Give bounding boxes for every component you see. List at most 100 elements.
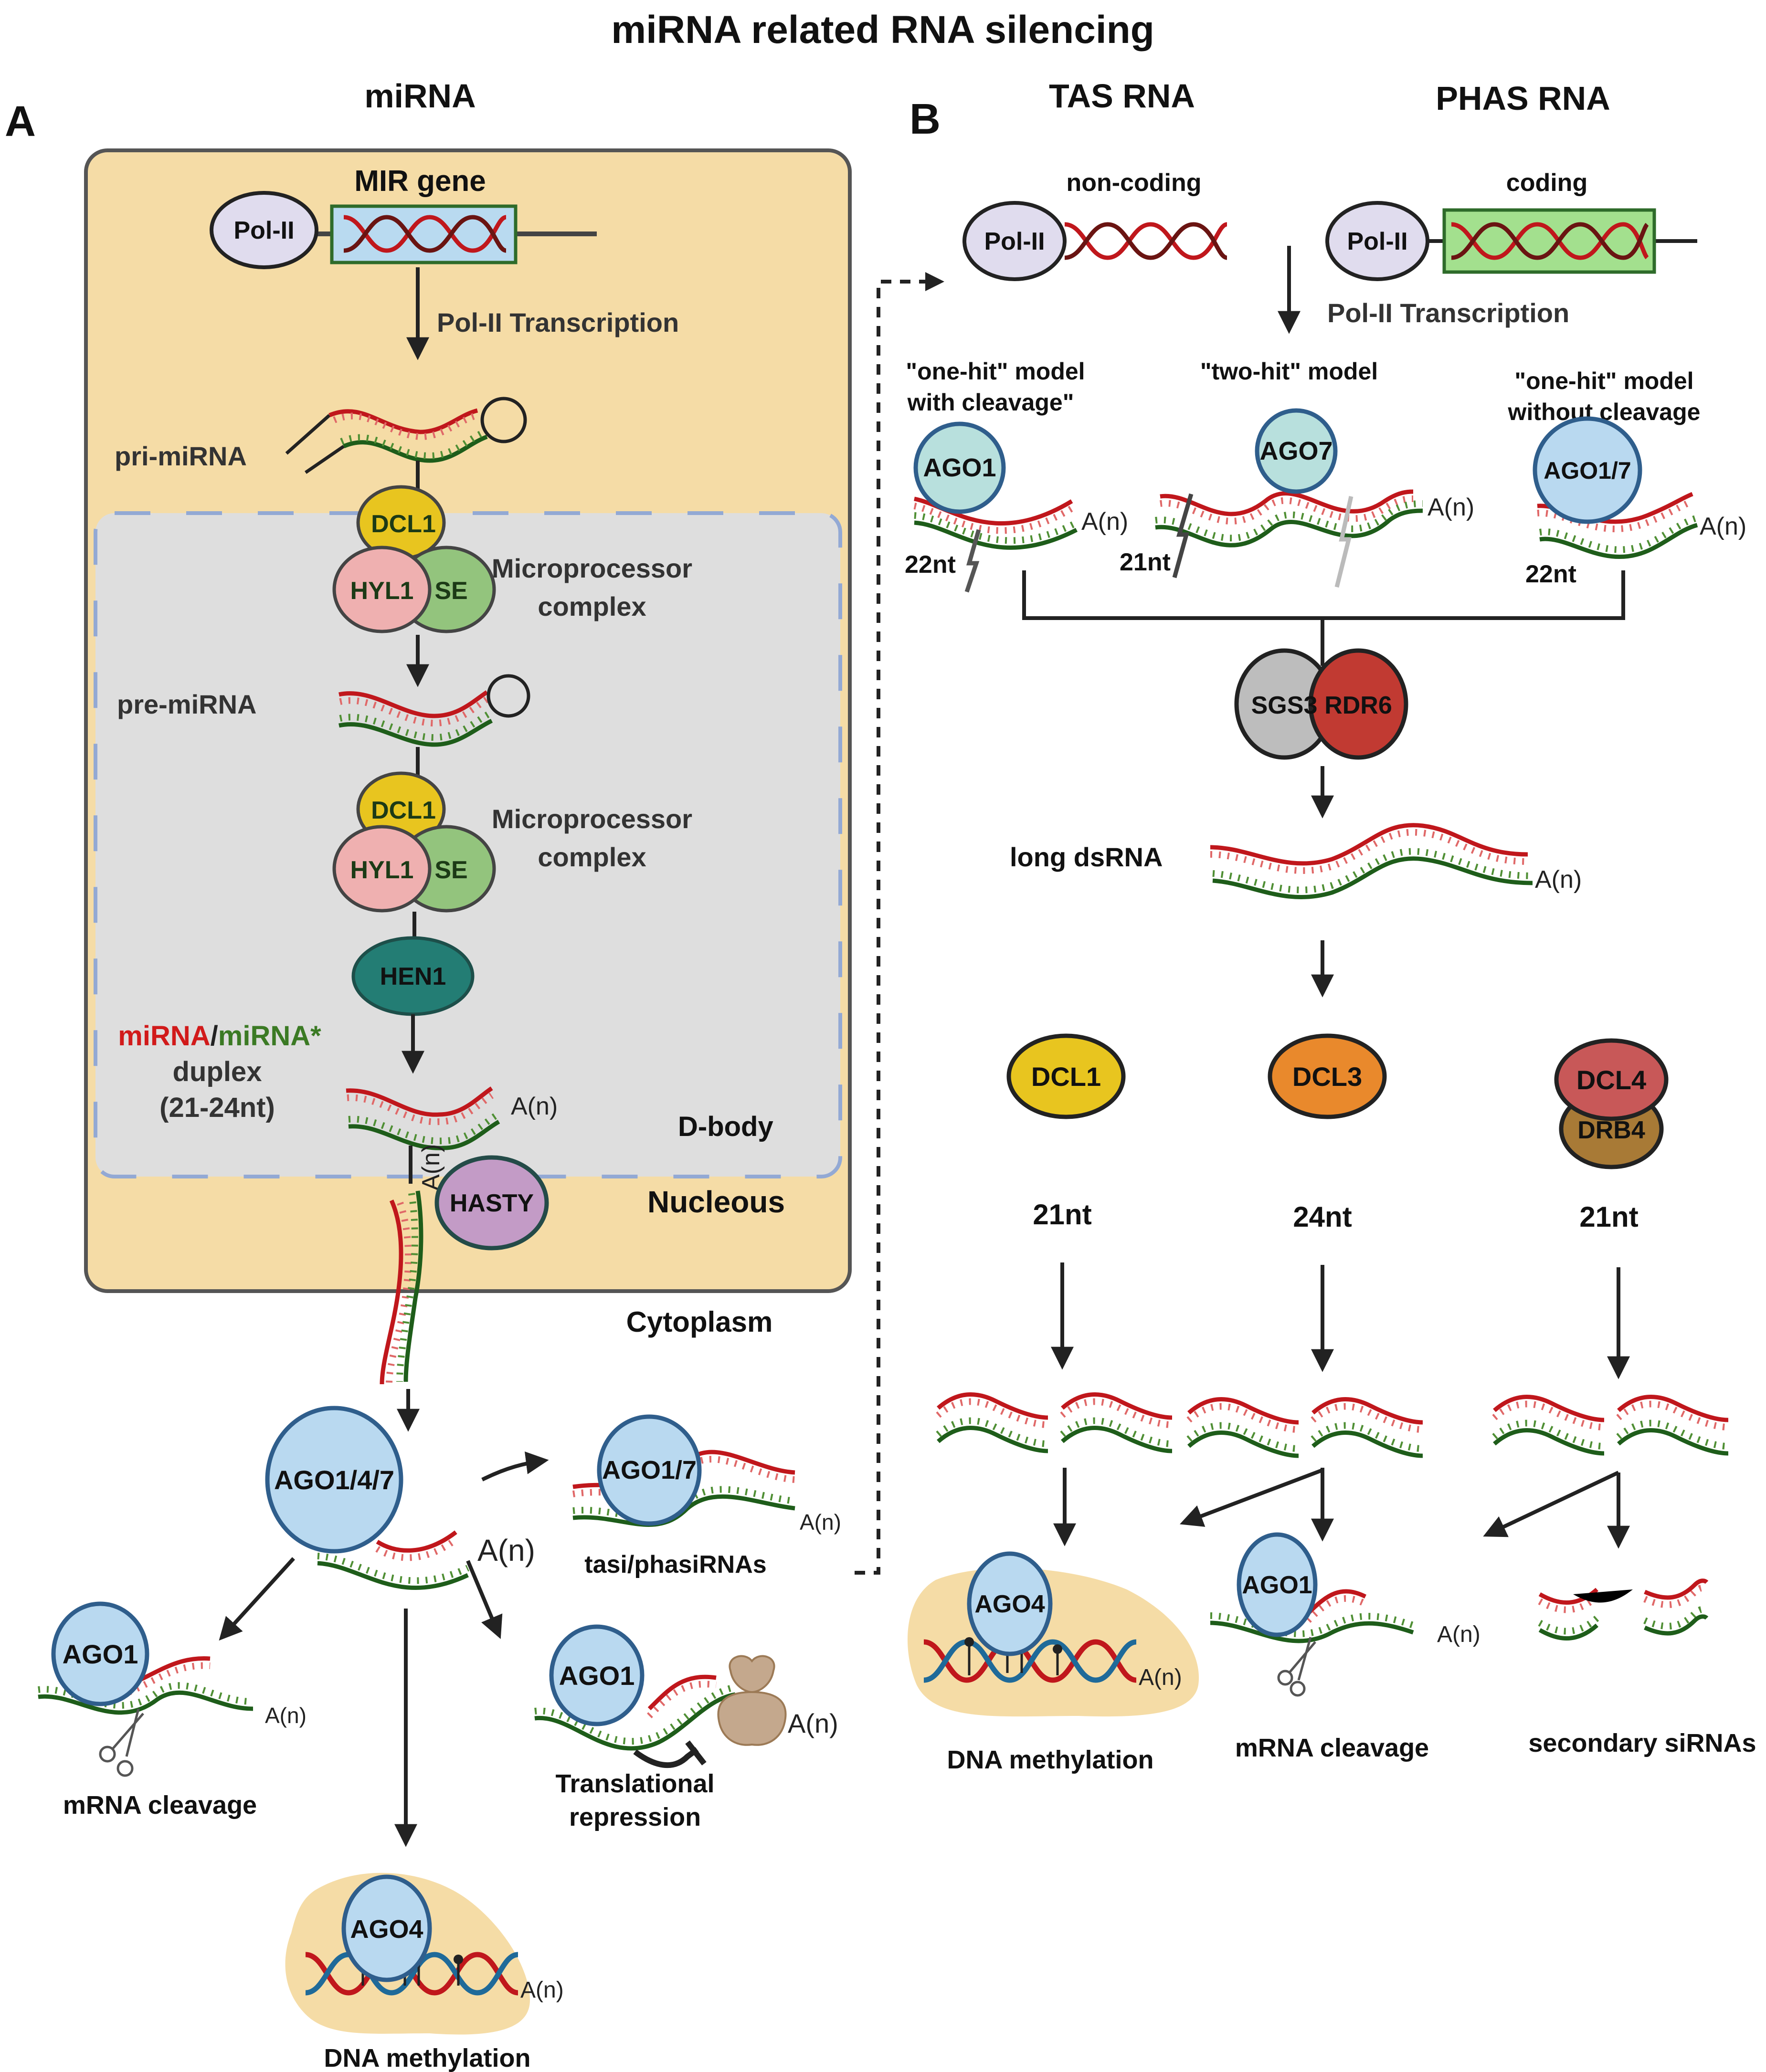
size-22nt-label: 22nt [905,551,956,578]
model-one-hit-cleavage-1: "one-hit" model [906,358,1085,385]
poly-a-label: A(n) [265,1703,307,1728]
microprocessor-label-2a: Microprocessor [492,804,692,834]
dna-helix-icon [343,215,507,253]
ago4-protein-b [967,1551,1053,1656]
long-dsrna-label: long dsRNA [1010,842,1163,872]
sirna-duplex [1492,1395,1605,1456]
drb4-label: DRB4 [1577,1116,1645,1144]
poly-a-label: A(n) [1700,513,1746,540]
transcription-label: Pol-II Transcription [437,307,679,337]
ago1-protein-b2 [1237,1532,1318,1637]
dcl4-size-label: 21nt [1579,1201,1638,1233]
dcl1-label: DCL1 [371,510,436,538]
ago1-protein [549,1624,645,1726]
ago7-label: AGO7 [1259,437,1332,465]
pri-mirna-label: pri-miRNA [115,441,247,471]
microprocessor-label-2b: complex [538,842,646,872]
hen1-label: HEN1 [380,963,446,990]
coding-label: coding [1506,169,1587,197]
hasty-label: HASTY [450,1189,534,1217]
microprocessor-label-1a: Microprocessor [492,553,692,583]
dcl1-protein-b [1006,1033,1126,1119]
sgs3-label: SGS3 [1251,692,1318,719]
microprocessor-complex-2: DCL1 HYL1 SE [332,771,496,913]
dna-methylation-label: DNA methylation [324,2044,530,2072]
ago17-label: AGO1/7 [602,1456,697,1484]
se-label: SE [434,577,467,605]
dcl1-label: DCL1 [1031,1062,1101,1092]
panel-a-heading: miRNA [364,77,476,115]
ago17-protein-b [1533,416,1642,524]
pri-mirna-hairpin [285,397,527,474]
translational-repression-label-1: Translational [555,1769,714,1798]
scissors-icon [1277,1637,1316,1697]
poly-a-label: A(n) [1081,508,1128,536]
size-22nt-label: 22nt [1525,560,1576,588]
arrow-to-tasi [481,1451,549,1482]
ago17-label: AGO1/7 [1544,457,1631,484]
dcl3-label: DCL3 [1292,1062,1362,1092]
secondary-sirnas-label: secondary siRNAs [1528,1729,1756,1757]
ago7-protein [1255,408,1338,494]
poly-a-label: A(n) [788,1708,838,1738]
poly-a-label: A(n) [477,1533,535,1567]
microprocessor-label-1b: complex [538,591,646,621]
exported-duplex [380,1190,423,1385]
arrow-to-translational-repression [466,1560,503,1639]
pre-mirna-label: pre-miRNA [117,689,256,719]
translational-repression-complex [534,1674,736,1751]
dna-helix-icon [1451,222,1649,260]
dcl1-label: DCL1 [371,797,436,824]
mrna-cleavage-label: mRNA cleavage [63,1791,257,1820]
scissors-icon [99,1708,144,1777]
nucleous-label: Nucleous [647,1185,785,1219]
ago1-label: AGO1 [1242,1571,1312,1599]
poly-a-label: A(n) [1535,866,1582,894]
arrow-dcl3-to-methylation [1180,1468,1323,1527]
transcription-label-b: Pol-II Transcription [1327,298,1569,328]
dcl1-size-label: 21nt [1033,1199,1091,1231]
one-hit-cleavage-duplex [913,496,1079,593]
microprocessor-complex-1: DCL1 HYL1 SE [332,485,496,633]
duplex-label-line1: miRNA/miRNA* [118,1020,321,1052]
dcl3-size-label: 24nt [1293,1201,1352,1233]
hasty-exportin [434,1155,549,1251]
poly-a-label: A(n) [1139,1665,1182,1690]
ribosome-icon [717,1655,787,1746]
d-body-label: D-body [678,1111,773,1142]
non-coding-label: non-coding [1066,169,1201,197]
ago1-label: AGO1 [923,453,996,482]
sirna-duplex [936,1392,1048,1453]
pol2-enzyme [210,191,318,269]
duplex-label-line2: duplex [173,1056,262,1087]
two-hit-duplex [1155,489,1423,588]
pol2-label: Pol-II [233,217,294,244]
phas-gene-box [1442,208,1656,274]
sirna-duplex [1186,1397,1299,1458]
sirna-duplex [1311,1397,1423,1458]
poly-a-label: A(n) [511,1093,558,1120]
model-two-hit: "two-hit" model [1200,358,1378,385]
poly-a-label: A(n) [1437,1622,1480,1647]
rdr6-label: RDR6 [1324,692,1392,719]
duplex-label-line3: (21-24nt) [159,1092,275,1123]
ago1-protein [51,1601,149,1706]
mirna-duplex [346,1086,500,1150]
dna-methylation-label-b: DNA methylation [947,1746,1153,1774]
pol2-label: Pol-II [984,228,1045,255]
poly-a-label: A(n) [1428,494,1474,521]
ago4-label: AGO4 [350,1915,423,1944]
ago4-protein [341,1874,432,1982]
dna-helix-methylated [923,1632,1137,1683]
dcl4-protein [1554,1038,1669,1121]
hyl1-label: HYL1 [350,856,414,884]
ago1-label: AGO1 [63,1639,138,1669]
sirna-duplex [1060,1392,1173,1453]
mrna-cleavage-complex-b [1210,1589,1415,1643]
tasi-phasirnas-label: tasi/phasiRNAs [584,1551,766,1578]
ago4-label: AGO4 [974,1590,1045,1618]
secondary-sirnas [1538,1578,1709,1641]
mir-gene-box [330,204,518,264]
panel-a-letter: A [5,98,36,146]
link-tasi-to-tas-dashed [855,272,944,1575]
